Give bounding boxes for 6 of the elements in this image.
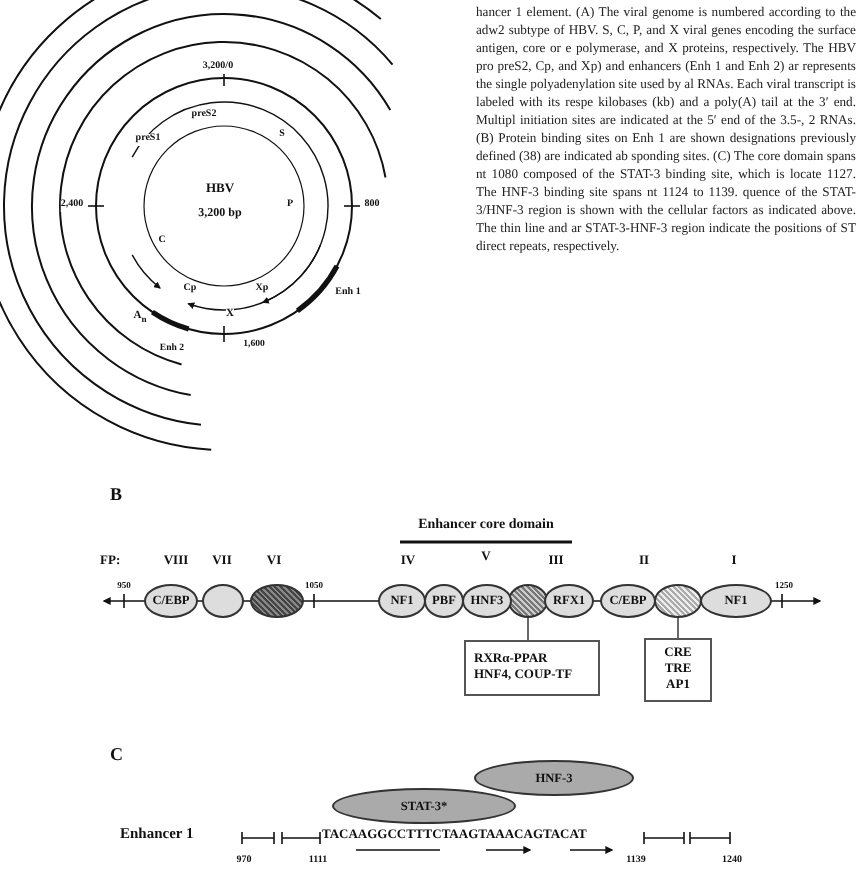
leader-line [677, 617, 679, 639]
panel-letter: B [110, 484, 123, 505]
panel-letter: C [110, 744, 123, 765]
empty-ellipse [202, 584, 244, 618]
leader-line [527, 617, 529, 641]
empty-ellipse [250, 584, 304, 618]
